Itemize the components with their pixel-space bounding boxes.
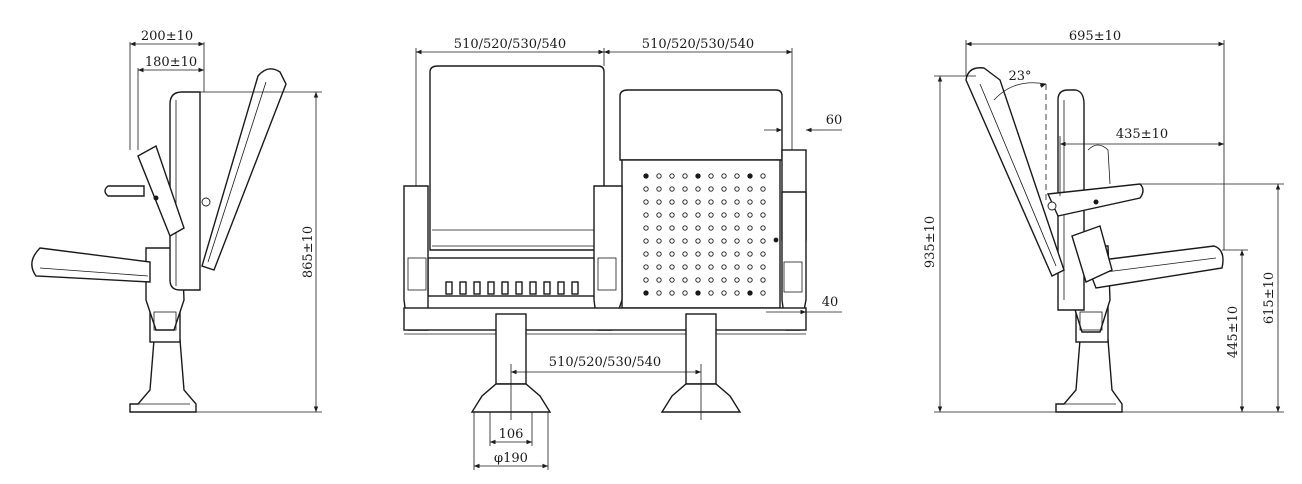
dim-left-seat-width: 510/520/530/540 — [454, 37, 566, 52]
dim-base-gap: 40 — [822, 295, 839, 310]
seat-slots — [445, 281, 579, 295]
dim-right-seat-width: 510/520/530/540 — [642, 37, 754, 52]
right-side-view: 23° 695±10 435±10 935±10 615±10 445±10 — [923, 29, 1284, 413]
dim-inner-depth: 180±10 — [145, 55, 197, 70]
perforation-grid — [643, 173, 779, 296]
dim-total-height: 865±10 — [301, 226, 316, 278]
dim-seat-height: 445±10 — [1226, 306, 1241, 358]
left-side-view: 200±10 180±10 865±10 — [31, 29, 322, 413]
dim-top-depth: 200±10 — [141, 29, 193, 44]
dim-recline-angle: 23° — [1008, 69, 1031, 84]
dim-leg-spacing: 510/520/530/540 — [549, 355, 661, 370]
dim-pipe-width: 106 — [499, 427, 524, 442]
dim-back-gap: 60 — [826, 113, 843, 128]
dim-armrest-height: 615±10 — [1262, 272, 1277, 324]
dim-total-height-right: 935±10 — [923, 216, 938, 268]
front-view: 510/520/530/540 510/520/530/540 60 40 51… — [403, 37, 843, 470]
dim-total-depth: 695±10 — [1069, 29, 1121, 44]
dim-base-diameter: φ190 — [494, 451, 528, 466]
dim-armrest-depth: 435±10 — [1116, 127, 1168, 142]
